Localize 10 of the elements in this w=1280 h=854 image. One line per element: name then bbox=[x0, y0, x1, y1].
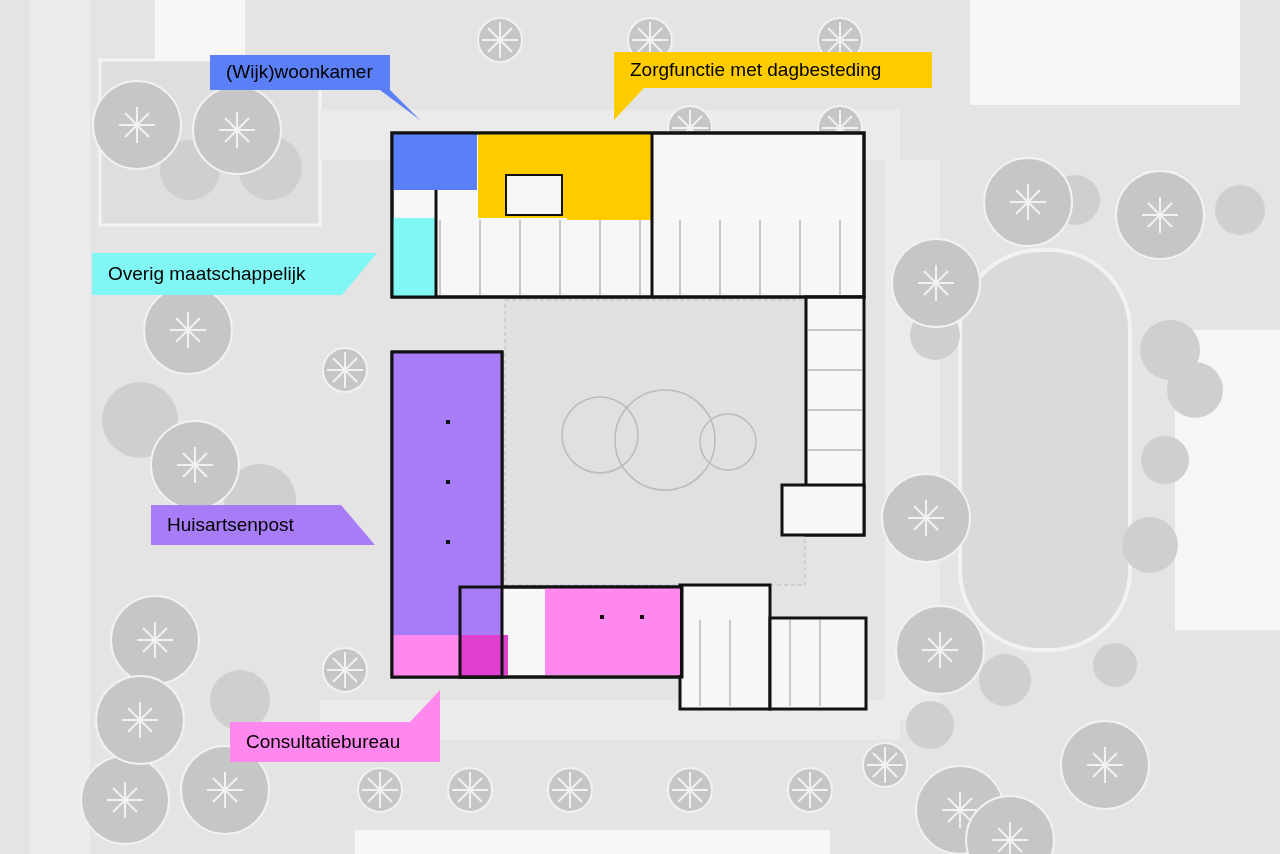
callout-text: Overig maatschappelijk bbox=[108, 261, 306, 286]
callout-text: Zorgfunctie met dagbesteding bbox=[630, 57, 882, 82]
callout-text: Consultatiebureau bbox=[246, 729, 401, 754]
callout-label bbox=[230, 690, 440, 762]
callout-label bbox=[151, 505, 375, 545]
callout-label bbox=[210, 55, 422, 122]
callout-label bbox=[614, 52, 932, 120]
callout-label bbox=[92, 253, 377, 295]
callout-text: Huisartsenpost bbox=[167, 512, 294, 537]
callout-text: (Wijk)woonkamer bbox=[226, 60, 373, 85]
